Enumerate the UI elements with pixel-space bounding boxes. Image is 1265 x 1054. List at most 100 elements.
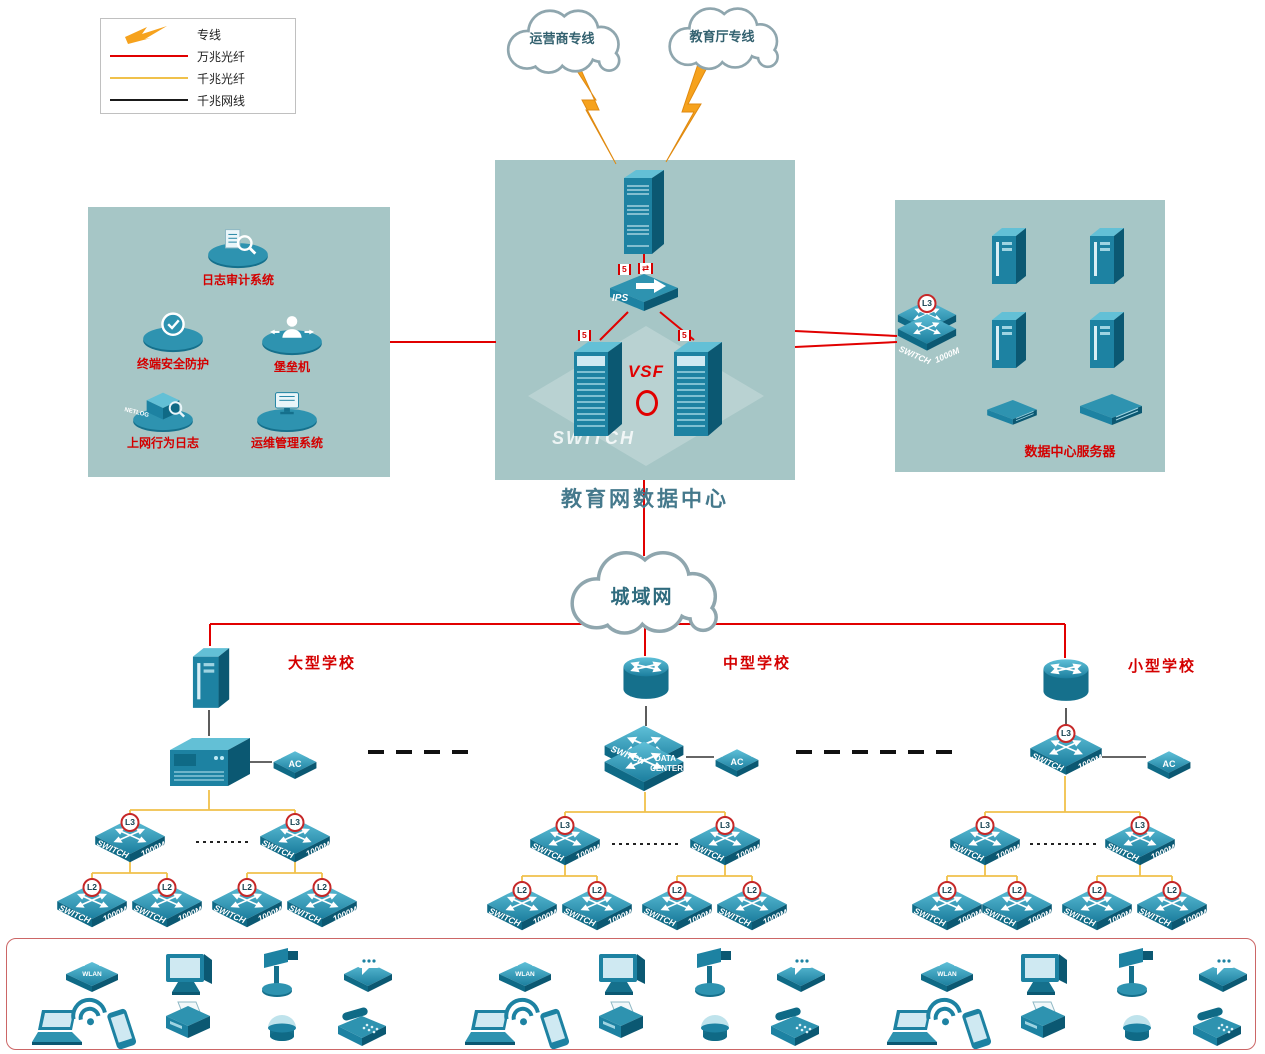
device-chip: 5	[678, 330, 691, 341]
dome-camera	[260, 1002, 304, 1051]
netlog-icon	[133, 392, 193, 433]
rack-server	[988, 310, 1028, 375]
ops-management: 运维管理系统	[231, 383, 343, 451]
end-device-panel	[6, 938, 1256, 1050]
legend: 专线 万兆光纤 千兆光纤 千兆网线	[100, 18, 296, 114]
ptz-camera	[1113, 946, 1163, 1005]
ips-label: IPS	[612, 293, 629, 304]
dome-camera-icon	[1115, 1002, 1159, 1046]
item-label: 运维管理系统	[250, 436, 323, 450]
small-school-router	[1040, 656, 1092, 711]
ops-management-icon	[257, 392, 317, 433]
core-firewall	[620, 166, 668, 259]
l2-badge: L2	[1162, 881, 1182, 900]
l3-badge: L3	[285, 813, 305, 832]
l3-badge: L3	[1056, 724, 1076, 743]
core-server-left	[568, 338, 628, 443]
dome-camera-icon	[693, 1002, 737, 1046]
monitor-icon	[595, 950, 651, 996]
desktop-monitor	[1017, 950, 1073, 1001]
l3-badge: L3	[555, 816, 575, 835]
desk-phone	[1189, 1006, 1245, 1054]
lightning-icon	[125, 26, 167, 44]
legend-label: 专线	[197, 27, 222, 42]
l2-badge: L2	[512, 881, 532, 900]
chat-icon	[773, 950, 829, 994]
server-icon	[1086, 310, 1126, 370]
large-school-firewall	[166, 734, 252, 795]
man-cloud: 城域网	[536, 544, 748, 640]
server-icon	[988, 310, 1028, 370]
printer	[160, 1000, 216, 1049]
device-chip: 5	[618, 264, 631, 275]
core-server-right	[668, 338, 728, 443]
l2-badge: L2	[237, 878, 257, 897]
school-label-medium: 中型学校	[723, 655, 792, 672]
chat-icon	[340, 950, 396, 994]
chat-terminal	[1195, 950, 1251, 999]
datacenter-title: 教育网数据中心	[561, 488, 729, 511]
server-icon	[568, 338, 628, 438]
l2-badge: L2	[157, 878, 177, 897]
l3-badge: L3	[917, 294, 937, 313]
ptz-camera	[258, 946, 308, 1005]
log-audit-icon	[208, 229, 268, 269]
rack-server	[1086, 310, 1126, 375]
dome-camera	[693, 1002, 737, 1051]
l2-badge: L2	[82, 878, 102, 897]
router-icon	[1040, 656, 1092, 706]
server-icon	[988, 226, 1028, 286]
camera-icon	[1113, 946, 1163, 1000]
log-audit-system: 日志审计系统	[182, 220, 294, 288]
desktop-monitor	[595, 950, 651, 1001]
black-line-icon	[110, 99, 188, 101]
desk-phone-icon	[334, 1006, 390, 1050]
chat-icon	[1195, 950, 1251, 994]
legend-item: 千兆光纤	[101, 67, 295, 89]
bastion-host: 堡垒机	[236, 307, 348, 375]
desk-phone	[334, 1006, 390, 1054]
appliance-icon	[166, 734, 252, 790]
wlan-ap: WLAN	[917, 946, 977, 994]
camera-icon	[691, 946, 741, 1000]
desk-phone-icon	[767, 1006, 823, 1050]
item-label: 日志审计系统	[201, 273, 274, 287]
terminal-security: 终端安全防护	[117, 304, 229, 372]
large-school-server	[188, 646, 232, 715]
vsf-ring-icon	[636, 390, 658, 416]
router-icon	[620, 654, 672, 704]
l2-badge: L2	[742, 881, 762, 900]
education-cloud: 教育厅专线	[644, 2, 800, 74]
desk-phone-icon	[1189, 1006, 1245, 1050]
terminal-security-icon	[143, 312, 203, 353]
printer-icon	[1015, 1000, 1071, 1044]
printer-icon	[160, 1000, 216, 1044]
school-label-small: 小型学校	[1128, 658, 1197, 675]
item-label: 上网行为日志	[126, 436, 199, 450]
camera-icon	[258, 946, 308, 1000]
ac-controller: AC	[1144, 742, 1194, 782]
red-line-icon	[110, 55, 188, 57]
l3-badge: L3	[1130, 816, 1150, 835]
dome-camera-icon	[260, 1002, 304, 1046]
ips-icon	[604, 270, 684, 314]
wlan-ap: WLAN	[495, 946, 555, 994]
wlan-ap: WLAN	[62, 946, 122, 994]
printer	[593, 1000, 649, 1049]
chat-terminal	[340, 950, 396, 999]
storage-device	[984, 398, 1040, 431]
monitor-icon	[1017, 950, 1073, 996]
carrier-cloud-label: 运营商专线	[529, 31, 595, 46]
